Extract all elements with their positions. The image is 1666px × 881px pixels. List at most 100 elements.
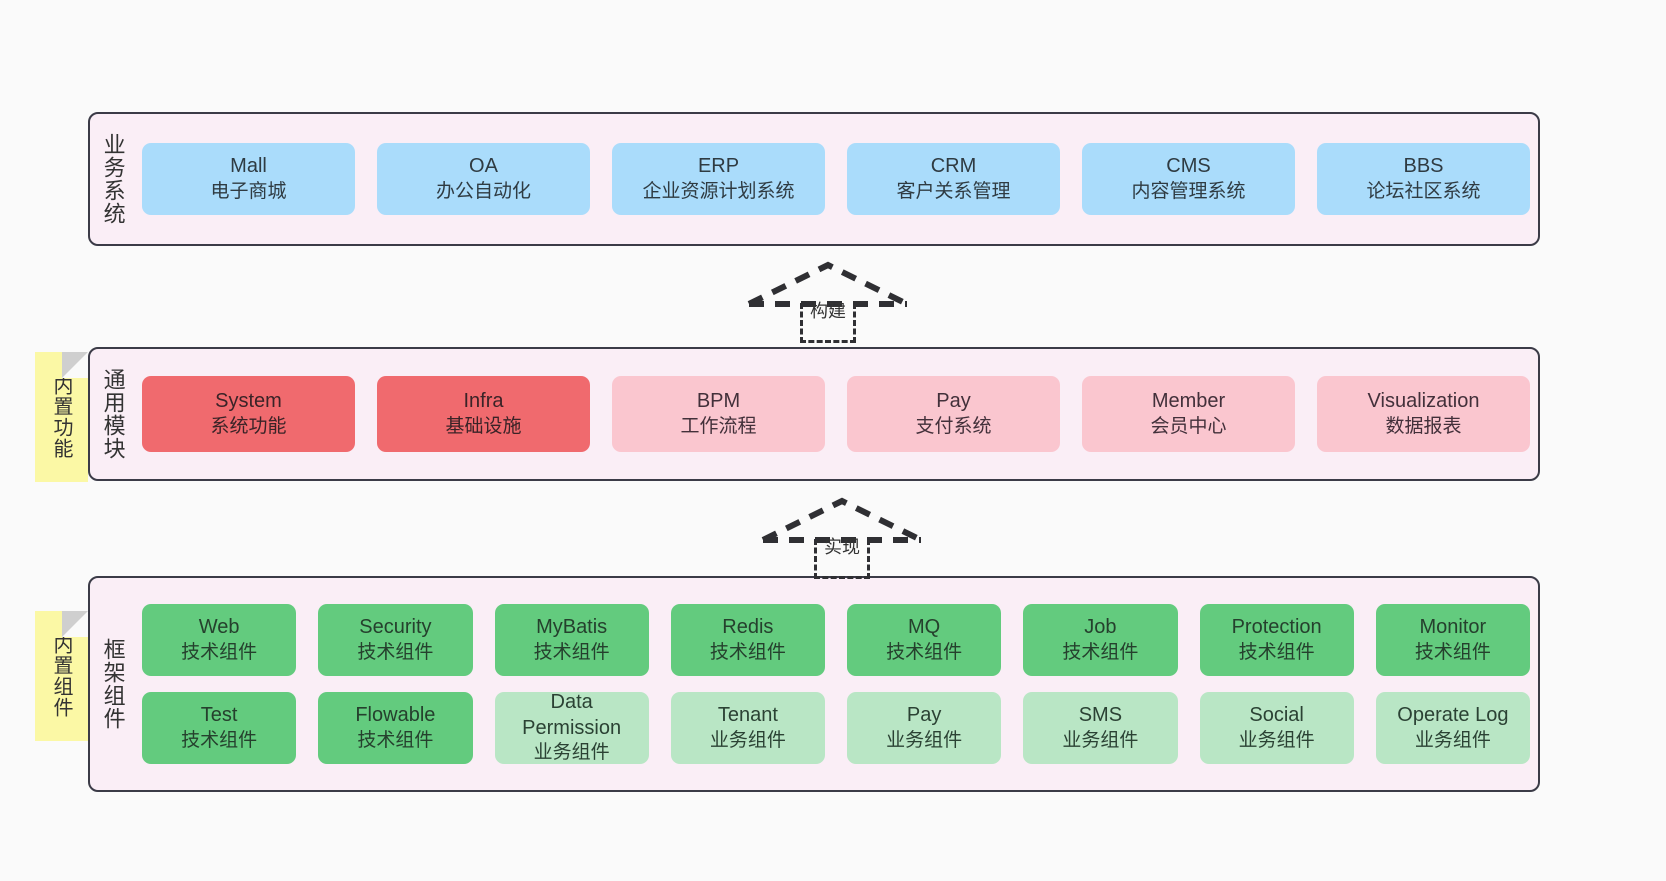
card-title: Pay: [906, 704, 942, 727]
card-title: Pay: [936, 390, 971, 413]
card-pay[interactable]: Pay 支付系统: [847, 376, 1060, 452]
card-row: System 系统功能 Infra 基础设施 BPM 工作流程 Pay 支付系统…: [142, 376, 1530, 452]
card-member[interactable]: Member 会员中心: [1082, 376, 1295, 452]
card-sms[interactable]: SMS 业务组件: [1023, 692, 1178, 764]
card-title: Tenant: [717, 704, 778, 727]
layer-framework-components: 框架组件 Web 技术组件 Security 技术组件 MyBatis 技术组件…: [88, 576, 1540, 792]
card-bbs[interactable]: BBS 论坛社区系统: [1317, 143, 1530, 215]
arrow-shaft: [800, 303, 856, 343]
card-subtitle: 电子商城: [210, 180, 287, 202]
card-subtitle: 业务组件: [709, 729, 786, 751]
card-oa[interactable]: OA 办公自动化: [377, 143, 590, 215]
card-title: CRM: [930, 155, 977, 178]
card-monitor[interactable]: Monitor 技术组件: [1375, 604, 1530, 676]
generalization-arrowhead-icon: [747, 261, 909, 307]
card-title: BBS: [1403, 155, 1444, 178]
card-title: Member: [1151, 390, 1226, 413]
card-mall[interactable]: Mall 电子商城: [142, 143, 355, 215]
card-subtitle: 会员中心: [1150, 415, 1227, 437]
card-title: Operate Log: [1397, 704, 1509, 727]
card-subtitle: 技术组件: [181, 729, 258, 751]
layer-common-modules: 通用模块 System 系统功能 Infra 基础设施 BPM 工作流程 Pay…: [88, 347, 1540, 481]
card-title: Data Permission: [522, 691, 622, 739]
card-subtitle: 论坛社区系统: [1366, 180, 1481, 202]
card-title: OA: [469, 155, 498, 178]
card-system[interactable]: System 系统功能: [142, 376, 355, 452]
card-job[interactable]: Job 技术组件: [1023, 604, 1178, 676]
card-title: Flowable: [355, 704, 436, 727]
card-subtitle: 技术组件: [1414, 641, 1491, 663]
card-visualization[interactable]: Visualization 数据报表: [1317, 376, 1530, 452]
card-mybatis[interactable]: MyBatis 技术组件: [494, 604, 649, 676]
card-subtitle: 客户关系管理: [896, 180, 1011, 202]
card-tenant[interactable]: Tenant 业务组件: [670, 692, 825, 764]
card-subtitle: 技术组件: [533, 641, 610, 663]
card-subtitle: 支付系统: [915, 415, 992, 437]
card-title: Infra: [463, 390, 504, 413]
card-title: BPM: [696, 390, 741, 413]
layer-title-business-systems: 业务系统: [100, 133, 126, 225]
card-mq[interactable]: MQ 技术组件: [847, 604, 1002, 676]
card-title: Job: [1084, 616, 1117, 639]
card-flowable[interactable]: Flowable 技术组件: [318, 692, 473, 764]
card-subtitle: 办公自动化: [435, 180, 531, 202]
card-subtitle: 业务组件: [1414, 729, 1491, 751]
card-infra[interactable]: Infra 基础设施: [377, 376, 590, 452]
sticky-note-builtin-function[interactable]: 内置功能: [35, 352, 88, 482]
card-data-permission[interactable]: Data Permission 业务组件: [494, 691, 649, 764]
card-title: MyBatis: [536, 616, 608, 639]
card-title: ERP: [697, 155, 740, 178]
card-erp[interactable]: ERP 企业资源计划系统: [612, 143, 825, 215]
card-subtitle: 业务组件: [886, 729, 963, 751]
card-row: Web 技术组件 Security 技术组件 MyBatis 技术组件 Redi…: [142, 604, 1530, 676]
card-row: Mall 电子商城 OA 办公自动化 ERP 企业资源计划系统 CRM 客户关系…: [142, 143, 1530, 215]
card-title: SMS: [1078, 704, 1123, 727]
arrow-label: 实现: [824, 537, 860, 557]
sticky-note-builtin-component[interactable]: 内置组件: [35, 611, 88, 741]
card-subtitle: 业务组件: [533, 742, 610, 764]
card-subtitle: 工作流程: [680, 415, 757, 437]
card-subtitle: 技术组件: [357, 641, 434, 663]
card-subtitle: 技术组件: [886, 641, 963, 663]
card-redis[interactable]: Redis 技术组件: [670, 604, 825, 676]
card-title: Security: [359, 616, 432, 639]
layer-business-systems: 业务系统 Mall 电子商城 OA 办公自动化 ERP 企业资源计划系统 CRM…: [88, 112, 1540, 246]
card-subtitle: 技术组件: [357, 729, 434, 751]
card-title: System: [215, 390, 282, 413]
card-crm[interactable]: CRM 客户关系管理: [847, 143, 1060, 215]
card-subtitle: 内容管理系统: [1131, 180, 1246, 202]
card-subtitle: 技术组件: [1062, 641, 1139, 663]
card-pay-component[interactable]: Pay 业务组件: [847, 692, 1002, 764]
generalization-arrowhead-icon: [761, 497, 923, 543]
card-bpm[interactable]: BPM 工作流程: [612, 376, 825, 452]
layer-title-common-modules: 通用模块: [100, 368, 126, 460]
card-protection[interactable]: Protection 技术组件: [1199, 604, 1354, 676]
card-cms[interactable]: CMS 内容管理系统: [1082, 143, 1295, 215]
card-subtitle: 技术组件: [181, 641, 258, 663]
layer-title-framework-components: 框架组件: [100, 638, 126, 730]
card-security[interactable]: Security 技术组件: [318, 604, 473, 676]
card-subtitle: 技术组件: [709, 641, 786, 663]
card-title: Web: [198, 616, 240, 639]
card-title: Visualization: [1367, 390, 1480, 413]
card-social[interactable]: Social 业务组件: [1199, 692, 1354, 764]
card-title: Mall: [230, 155, 267, 178]
card-title: Test: [200, 704, 238, 727]
card-title: Redis: [722, 616, 774, 639]
card-title: CMS: [1166, 155, 1211, 178]
card-subtitle: 企业资源计划系统: [642, 180, 795, 202]
card-subtitle: 业务组件: [1062, 729, 1139, 751]
card-subtitle: 技术组件: [1238, 641, 1315, 663]
card-operate-log[interactable]: Operate Log 业务组件: [1375, 692, 1530, 764]
card-test[interactable]: Test 技术组件: [142, 692, 297, 764]
card-subtitle: 数据报表: [1385, 415, 1462, 437]
card-title: MQ: [908, 616, 941, 639]
card-title: Social: [1249, 704, 1304, 727]
card-title: Protection: [1231, 616, 1322, 639]
card-row: Test 技术组件 Flowable 技术组件 Data Permission …: [142, 691, 1530, 764]
layer-body-common-modules: System 系统功能 Infra 基础设施 BPM 工作流程 Pay 支付系统…: [136, 349, 1538, 479]
card-web[interactable]: Web 技术组件: [142, 604, 297, 676]
layer-body-framework-components: Web 技术组件 Security 技术组件 MyBatis 技术组件 Redi…: [136, 578, 1538, 790]
layer-body-business-systems: Mall 电子商城 OA 办公自动化 ERP 企业资源计划系统 CRM 客户关系…: [136, 114, 1538, 244]
